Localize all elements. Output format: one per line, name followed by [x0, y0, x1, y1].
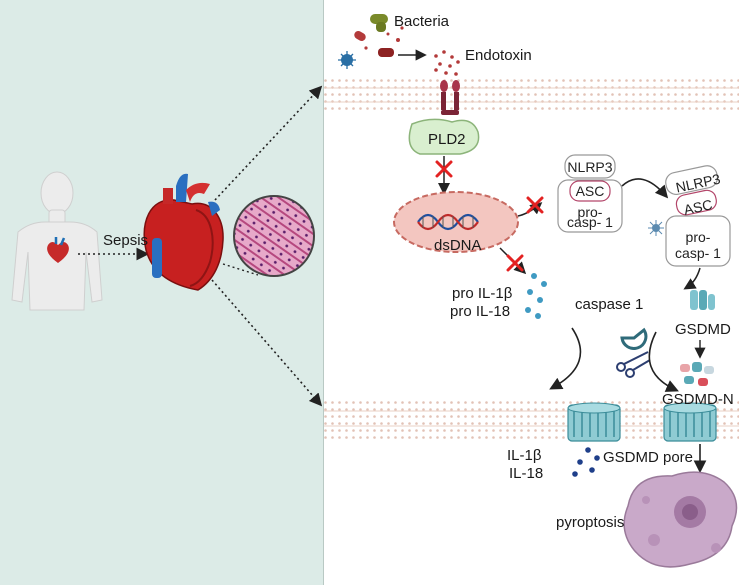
pro-il18-label: pro IL-18 — [450, 303, 511, 320]
dsdna-label: dsDNA — [434, 237, 482, 254]
gsdmd-n-label: GSDMD-N — [662, 391, 734, 408]
gsdmd-pore-right — [663, 402, 717, 442]
heart-to-membrane-arrow — [214, 85, 323, 201]
active-to-gsdmd-arrow — [683, 267, 701, 290]
procasp-label-line2: casp- 1 — [567, 214, 613, 230]
pld2-label: PLD2 — [428, 131, 466, 148]
nlrp3-label: NLRP3 — [567, 159, 613, 175]
caspase-to-gsdmd-n-arrow — [648, 331, 679, 392]
assembly-arrow — [621, 178, 669, 199]
procasp-active-label-line2: casp- 1 — [675, 245, 721, 261]
spark-icon — [648, 220, 664, 236]
gsdmd-pore-left — [567, 402, 621, 442]
endotoxin-label: Endotoxin — [465, 47, 532, 64]
pro-il1b-label: pro IL-1β — [452, 285, 513, 302]
sepsis-label: Sepsis — [103, 232, 149, 249]
procasp-active-box — [665, 215, 731, 267]
procasp-active-label-line1: pro- — [685, 229, 711, 245]
pro-il-dots — [525, 273, 547, 319]
pld2-protein — [408, 118, 480, 155]
il18-label: IL-18 — [509, 465, 544, 482]
nucleus — [393, 191, 519, 253]
heart-icon — [143, 173, 224, 291]
gsdmd-n-fragments — [680, 362, 714, 386]
asc-label: ASC — [575, 183, 605, 199]
released-il-dots — [572, 447, 600, 477]
gsdmd-pore-label: GSDMD pore — [603, 449, 694, 466]
human-silhouette-icon — [11, 171, 103, 311]
bacteria-icon — [354, 14, 404, 57]
nlrp3-active-box — [665, 165, 719, 195]
caspase1-label: caspase 1 — [575, 296, 644, 313]
bacteria-label: Bacteria — [394, 13, 450, 30]
gsdmd-protein — [690, 290, 715, 310]
small-heart-icon — [47, 237, 69, 263]
receptor-icon — [440, 80, 460, 115]
top-membrane — [324, 76, 739, 114]
dna-helix-icon — [417, 213, 479, 231]
caspase1-enzyme — [620, 327, 648, 350]
inhibit-x-3 — [506, 254, 524, 272]
histology-icon — [233, 195, 315, 277]
scissors-icon — [616, 351, 651, 378]
il1b-label: IL-1β — [507, 447, 542, 464]
panel-divider — [323, 0, 324, 585]
heart-to-pore-arrow — [211, 279, 323, 407]
heart-to-tissue-line — [222, 263, 259, 276]
pyroptosis-label: pyroptosis — [556, 514, 625, 531]
inhibit-x-2 — [526, 196, 544, 214]
procasp-label-line1: pro- — [577, 204, 603, 220]
inhibit-x-1 — [435, 160, 453, 178]
pyroptotic-cell — [623, 471, 738, 568]
asc-active-box — [675, 189, 717, 216]
endotoxin-dots — [434, 50, 460, 76]
gsdmd-label: GSDMD — [675, 321, 731, 338]
virus-icon — [338, 51, 356, 69]
caspase-to-il-arrow — [549, 327, 582, 390]
nlrp3-box — [564, 154, 616, 179]
